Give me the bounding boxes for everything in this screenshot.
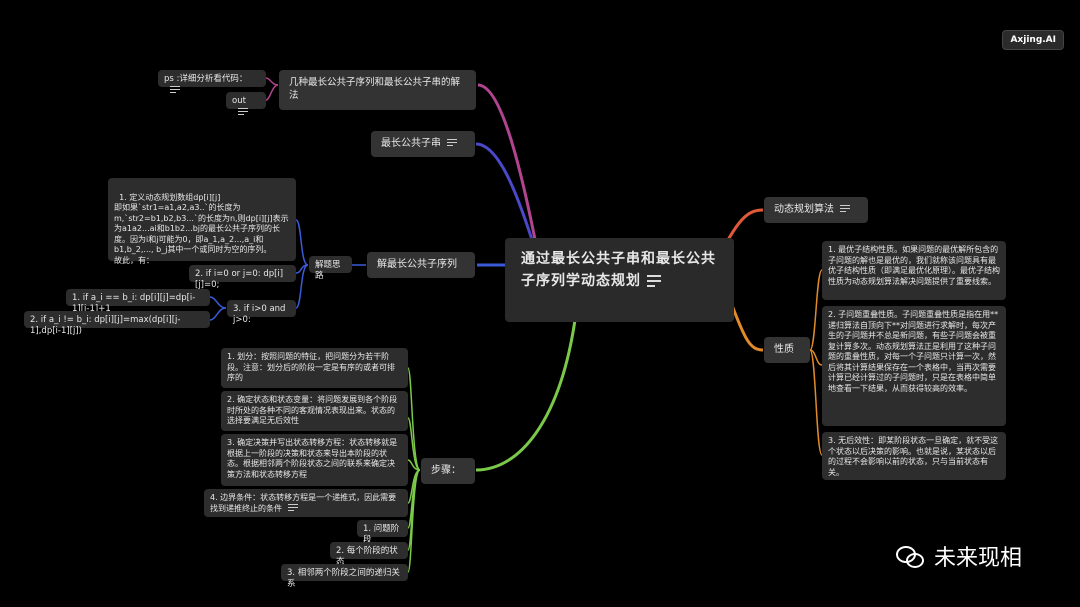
branch-props[interactable]: 性质 (764, 337, 810, 363)
link-lcs-ways (477, 83, 542, 266)
node-prop2-label: 2. 子问题重叠性质。子问题重叠性质是指在用**递归算法自顶向下**对问题进行求… (828, 310, 999, 393)
node-base[interactable]: 2. if i=0 or j=0: dp[i][j]=0; (189, 265, 296, 290)
node-step3-label: 3. 确定决策并写出状态转移方程：状态转移就是根据上一阶段的决策和状态来导出本阶… (227, 438, 398, 479)
node-rec-eq-label: 1. if a_i == b_i: dp[i][j]=dp[i-1][j-1]+… (72, 293, 196, 314)
branch-steps[interactable]: 步骤： (421, 458, 475, 484)
node-prop2[interactable]: 2. 子问题重叠性质。子问题重叠性质是指在用**递归算法自顶向下**对问题进行求… (822, 306, 1006, 426)
wechat-icon (896, 544, 926, 568)
node-sub1-label: 1. 问题阶段 (363, 524, 400, 545)
branch-substring[interactable]: 最长公共子串 (371, 131, 475, 157)
node-sub3-label: 3. 相邻两个阶段之间的递归关系 (287, 568, 400, 589)
node-idea[interactable]: 解题思路 (309, 256, 352, 281)
brand-badge: Axjing.AI (1002, 30, 1064, 50)
node-def[interactable]: 1. 定义动态规划数组dp[i][j] 即如果`str1=a1,a2,a3..`… (108, 178, 296, 265)
node-idea-label: 解题思路 (315, 260, 341, 281)
watermark-text: 未来现相 (934, 546, 1023, 571)
node-step4[interactable]: 4. 边界条件：状态转移方程是一个递推式，因此需要找到递推终止的条件 (204, 489, 408, 517)
branch-dp-algo-label: 动态规划算法 (774, 204, 834, 215)
node-step3[interactable]: 3. 确定决策并写出状态转移方程：状态转移就是根据上一阶段的决策和状态来导出本阶… (221, 434, 408, 486)
link-steps (475, 319, 577, 472)
link-props (728, 299, 764, 352)
note-icon (170, 85, 180, 94)
node-prop3[interactable]: 3. 无后效性：即某阶段状态一旦确定，就不受这个状态以后决策的影响。也就是说，某… (822, 432, 1006, 480)
node-ps[interactable]: ps :详细分析看代码： (158, 70, 266, 94)
node-step4-label: 4. 边界条件：状态转移方程是一个递推式，因此需要找到递推终止的条件 (210, 493, 397, 513)
note-icon (288, 504, 298, 512)
watermark: 未来现相 (896, 540, 1022, 572)
node-out[interactable]: out (226, 92, 266, 116)
node-step2-label: 2. 确定状态和状态变量：将问题发展到各个阶段时所处的各种不同的客观情况表现出来… (227, 395, 398, 425)
branch-subsequence-label: 解最长公共子序列 (377, 259, 457, 270)
branch-substring-label: 最长公共子串 (381, 138, 441, 149)
branch-props-label: 性质 (774, 344, 794, 355)
branch-lcs-ways-label: 几种最长公共子序列和最长公共子串的解法 (289, 77, 461, 101)
node-rec[interactable]: 3. if i>0 and j>0: (227, 300, 296, 325)
node-sub2-label: 2. 每个阶段的状态 (336, 546, 398, 567)
node-out-label: out (232, 96, 246, 106)
branch-steps-label: 步骤： (431, 465, 461, 476)
node-sub1[interactable]: 1. 问题阶段 (357, 520, 408, 545)
node-step1[interactable]: 1. 划分：按照问题的特征，把问题分为若干阶段。注意：划分后的阶段一定是有序的或… (221, 348, 408, 388)
node-ps-label: ps :详细分析看代码： (164, 74, 248, 84)
root-label: 通过最长公共子串和最长公共子序列学动态规划 (521, 251, 716, 289)
node-prop3-label: 3. 无后效性：即某阶段状态一旦确定，就不受这个状态以后决策的影响。也就是说，某… (828, 436, 999, 477)
node-step2[interactable]: 2. 确定状态和状态变量：将问题发展到各个阶段时所处的各种不同的客观情况表现出来… (221, 391, 408, 431)
node-rec-ne-label: 2. if a_i != b_i: dp[i][j]=max(dp[i][j-1… (30, 315, 181, 336)
node-rec-ne[interactable]: 2. if a_i != b_i: dp[i][j]=max(dp[i][j-1… (24, 311, 210, 336)
branch-lcs-ways[interactable]: 几种最长公共子序列和最长公共子串的解法 (279, 70, 476, 110)
note-icon (840, 205, 850, 213)
note-icon (647, 275, 661, 287)
node-prop1[interactable]: 1. 最优子结构性质。如果问题的最优解所包含的子问题的解也是最优的，我们就称该问… (822, 241, 1006, 300)
node-prop1-label: 1. 最优子结构性质。如果问题的最优解所包含的子问题的解也是最优的，我们就称该问… (828, 245, 1000, 286)
root-topic[interactable]: 通过最长公共子串和最长公共子序列学动态规划 (505, 238, 734, 322)
node-sub2[interactable]: 2. 每个阶段的状态 (330, 542, 408, 567)
note-icon (447, 139, 457, 147)
node-rec-eq[interactable]: 1. if a_i == b_i: dp[i][j]=dp[i-1][j-1]+… (66, 289, 210, 314)
node-base-label: 2. if i=0 or j=0: dp[i][j]=0; (195, 269, 284, 290)
node-def-label: 1. 定义动态规划数组dp[i][j] 即如果`str1=a1,a2,a3..`… (114, 192, 289, 265)
note-icon (238, 107, 248, 116)
node-sub3[interactable]: 3. 相邻两个阶段之间的递归关系 (281, 564, 408, 589)
branch-dp-algo[interactable]: 动态规划算法 (764, 197, 868, 223)
node-step1-label: 1. 划分：按照问题的特征，把问题分为若干阶段。注意：划分后的阶段一定是有序的或… (227, 352, 395, 382)
branch-subsequence[interactable]: 解最长公共子序列 (367, 252, 475, 278)
node-rec-label: 3. if i>0 and j>0: (233, 304, 286, 325)
